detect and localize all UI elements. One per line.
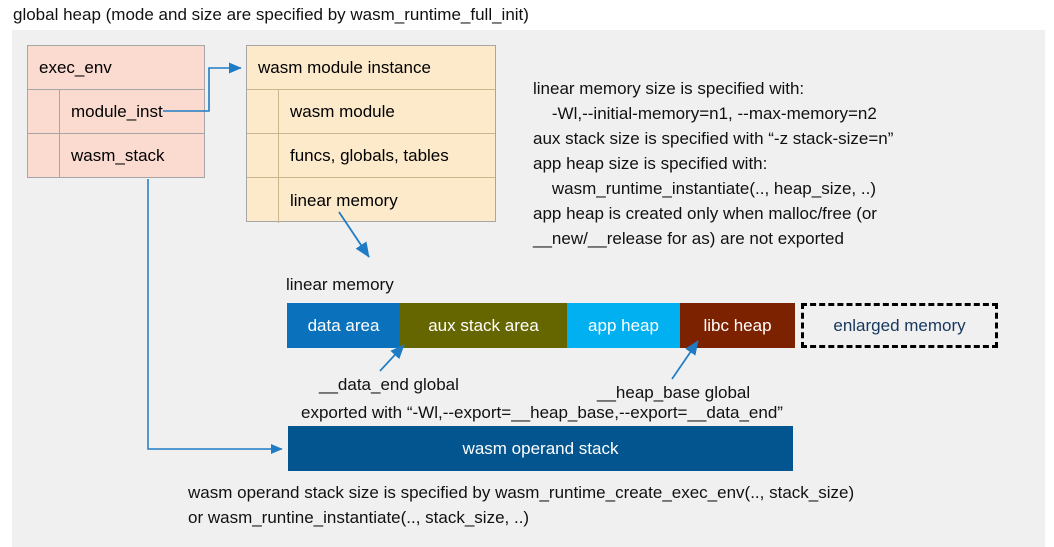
annotation-data-end: __data_end global <box>319 375 459 394</box>
funcs-globals-tables-label: funcs, globals, tables <box>290 145 449 165</box>
indent-gutter <box>28 134 60 178</box>
segment-libc-heap: libc heap <box>680 303 795 348</box>
exec-env-row-wasm-stack: wasm_stack <box>28 134 204 178</box>
exec-env-row-header: exec_env <box>28 46 204 90</box>
wasm-module-instance-label: wasm module instance <box>258 57 431 77</box>
exec-env-label: exec_env <box>39 57 112 77</box>
indent-gutter <box>28 90 60 133</box>
exec-env-row-module-inst: module_inst <box>28 90 204 134</box>
module-instance-row-funcs: funcs, globals, tables <box>247 134 495 178</box>
module-inst-label: module_inst <box>71 101 163 121</box>
linear-memory-note: linear memory size is specified with: -W… <box>533 79 894 248</box>
arrow-data-end <box>379 344 405 372</box>
exec-env-box: exec_env module_inst wasm_stack <box>27 45 205 178</box>
wasm-operand-stack-bar: wasm operand stack <box>288 426 793 471</box>
operand-stack-note: wasm operand stack size is specified by … <box>188 483 855 527</box>
segment-aux-stack-area: aux stack area <box>400 303 567 348</box>
module-instance-row-header: wasm module instance <box>247 46 495 90</box>
segment-data-area: data area <box>287 303 400 348</box>
annotation-exported-with: exported with “-Wl,--export=__heap_base,… <box>301 403 783 422</box>
module-instance-row-wasm-module: wasm module <box>247 90 495 134</box>
indent-gutter <box>247 178 279 223</box>
wasm-operand-stack-label: wasm operand stack <box>462 438 619 458</box>
indent-gutter <box>247 90 279 133</box>
segment-enlarged-memory: enlarged memory <box>801 303 998 348</box>
linear-memory-row-label: linear memory <box>290 190 398 210</box>
linear-memory-caption: linear memory <box>286 275 394 294</box>
segment-app-heap: app heap <box>567 303 680 348</box>
wasm-module-label: wasm module <box>290 101 395 121</box>
indent-gutter <box>247 134 279 177</box>
module-instance-row-linear-memory: linear memory <box>247 178 495 223</box>
page-title: global heap (mode and size are specified… <box>13 5 529 24</box>
segment-data-area-label: data area <box>307 315 380 335</box>
wasm-module-instance-box: wasm module instance wasm module funcs, … <box>246 45 496 223</box>
segment-app-heap-label: app heap <box>588 315 659 335</box>
wasm-stack-label: wasm_stack <box>71 146 165 165</box>
segment-libc-heap-label: libc heap <box>703 315 772 335</box>
segment-aux-stack-area-label: aux stack area <box>428 315 539 335</box>
linear-memory-bar: data area aux stack area app heap libc h… <box>287 303 998 348</box>
annotation-heap-base: __heap_base global <box>597 383 751 402</box>
segment-enlarged-memory-label: enlarged memory <box>833 315 966 335</box>
diagram-canvas: exec_env module_inst wasm_stack wasm mod… <box>12 30 1045 547</box>
